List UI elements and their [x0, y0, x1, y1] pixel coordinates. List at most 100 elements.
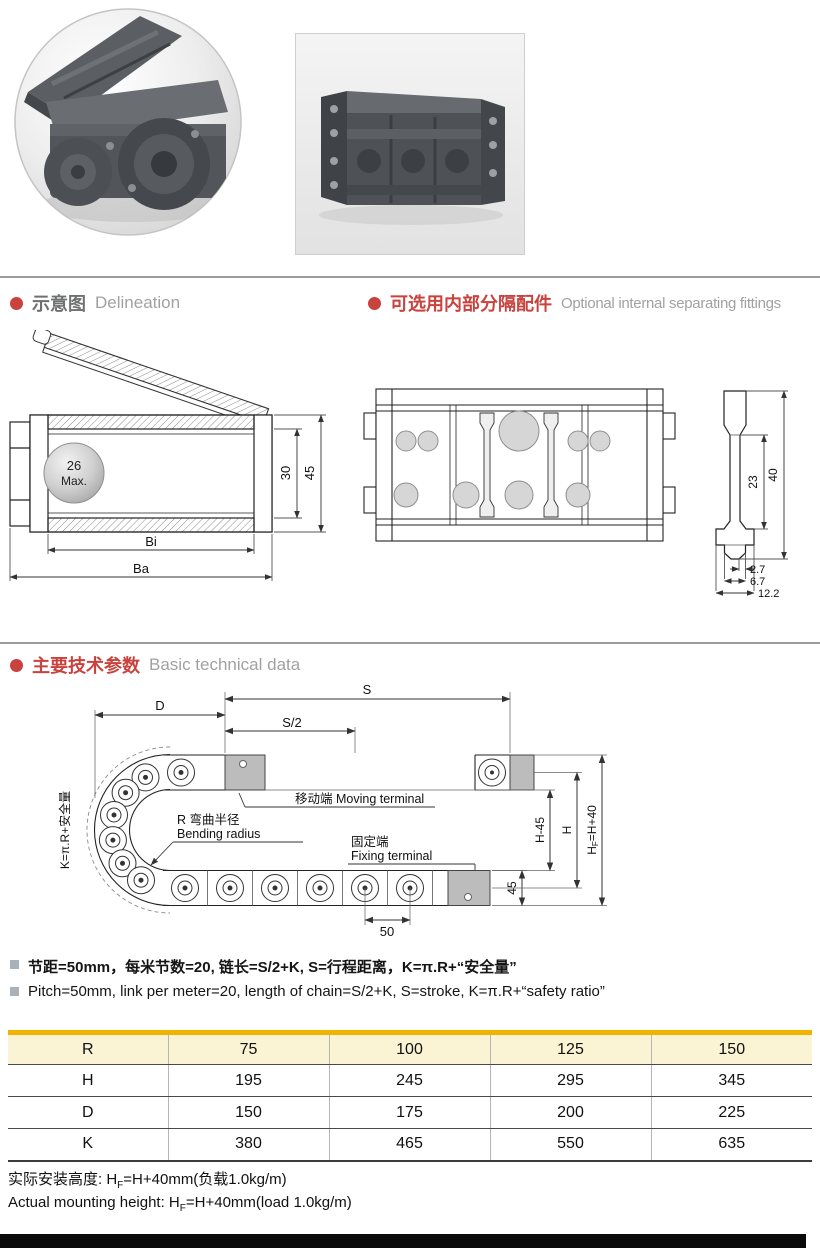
section-delineation-title-en: Delineation: [95, 293, 181, 312]
chain-body: [9, 414, 273, 533]
dim-outer-width-label: Ba: [133, 561, 150, 576]
mounting-height-note-en: Actual mounting height: HF=H+40mm(load 1…: [8, 1194, 352, 1214]
mounting-height-en-post: =H+40mm(load 1.0kg/m): [185, 1194, 352, 1211]
value-cell: 295: [489, 1064, 652, 1097]
dim-h-minus45-label: H-45: [533, 817, 547, 843]
mounting-height-zh-sub: F: [117, 1180, 124, 1191]
row-label-cell: K: [8, 1128, 169, 1161]
dim-inner-width-label: Bi: [145, 534, 157, 549]
product-detail-render: [24, 16, 228, 222]
section-technical-header: 主要技术参数 Basic technical data: [10, 652, 300, 678]
section-technical-title-zh: 主要技术参数: [32, 656, 140, 676]
mounting-height-zh-pre: 实际安装高度: H: [8, 1171, 118, 1188]
k-safety-arc: [86, 746, 171, 914]
spec-table: R 75 100 125 150 H 195 245 295 345 D 150…: [8, 1030, 812, 1162]
section-delineation-title-zh: 示意图: [32, 294, 86, 314]
dim-hf-sub: F: [591, 841, 600, 846]
fixing-terminal-label-en: Fixing terminal: [351, 849, 432, 863]
section-bullet-icon: [368, 296, 381, 310]
square-bullet-icon: [10, 960, 19, 969]
dim-mid-label: 6.7: [750, 576, 765, 588]
spec-table-row: H 195 245 295 345: [8, 1064, 812, 1097]
moving-terminal-label: 移动端 Moving terminal: [295, 792, 424, 806]
dim-s-label: S: [363, 683, 372, 697]
bend-dimension-lines: [94, 692, 607, 925]
fixing-terminal-label-zh: 固定端: [351, 834, 389, 849]
separator-bones: [479, 412, 559, 518]
moving-terminal-detached: [474, 754, 535, 791]
chain-bands: [94, 753, 448, 907]
value-cell: 380: [167, 1128, 330, 1161]
side-view-dimension-lines: [9, 414, 326, 581]
top-view-drawing: [363, 388, 676, 542]
mounting-height-en-sub: F: [179, 1203, 186, 1214]
square-bullet-icon: [10, 987, 19, 996]
bend-radius-label-zh: R 弯曲半径: [177, 812, 240, 827]
section-fittings-title-en: Optional internal separating fittings: [561, 294, 781, 312]
dim-base-label: 12.2: [758, 588, 779, 598]
section-technical-title-en: Basic technical data: [149, 655, 301, 674]
section-fittings-title-zh: 可选用内部分隔配件: [390, 294, 552, 314]
spec-table-header-cell: 100: [328, 1032, 491, 1065]
mounting-height-en-pre: Actual mounting height: H: [8, 1194, 180, 1211]
side-view-drawing: 26 Max. 30 45 Bi Ba: [9, 330, 326, 581]
spec-table-header-cell: 75: [167, 1032, 330, 1065]
open-lid: [32, 330, 270, 429]
value-cell: 200: [489, 1096, 652, 1129]
page-bottom-bar: [0, 1234, 806, 1248]
moving-terminal-block: [224, 754, 266, 791]
spec-table-header-cell: R: [8, 1032, 169, 1065]
row-label-cell: D: [8, 1096, 169, 1129]
value-cell: 175: [328, 1096, 491, 1129]
divider-middle: [0, 642, 820, 644]
ball-26-max: 26 Max.: [43, 442, 105, 504]
ball-26-label: 26: [67, 458, 81, 473]
product-photo-detail: [14, 8, 242, 236]
mounting-height-note-zh: 实际安装高度: HF=H+40mm(负载1.0kg/m): [8, 1168, 287, 1191]
value-cell: 245: [328, 1064, 491, 1097]
section-delineation-header: 示意图 Delineation: [10, 290, 180, 316]
dim-50-label: 50: [380, 924, 394, 939]
pitch-note-en-text: Pitch=50mm, link per meter=20, length of…: [28, 983, 605, 1000]
product-assembly-render: [319, 91, 505, 225]
spec-table-header-row: R 75 100 125 150: [8, 1032, 812, 1065]
ball-max-label: Max.: [61, 474, 87, 488]
roller-holes: [393, 410, 611, 510]
dim-h-label: H: [560, 826, 574, 835]
dim-hf-label: HF=H+40: [585, 805, 600, 855]
value-cell: 225: [650, 1096, 812, 1129]
row-label-cell: H: [8, 1064, 169, 1097]
dim-outer-height-label: 45: [302, 466, 317, 480]
k-formula-label: K=π.R+安全量: [57, 791, 72, 869]
dim-hf-post: =H+40: [585, 805, 599, 841]
value-cell: 345: [650, 1064, 812, 1097]
pitch-note-en: Pitch=50mm, link per meter=20, length of…: [10, 983, 605, 1000]
value-cell: 465: [328, 1128, 491, 1161]
leader-lines: [150, 792, 476, 870]
dim-small-label: 2.7: [750, 564, 765, 576]
section-bullet-icon: [10, 658, 23, 672]
dim-overall-label: 40: [766, 468, 780, 482]
pitch-note-zh-text: 节距=50mm，每米节数=20, 链长=S/2+K, S=行程距离，K=π.R+…: [28, 959, 517, 976]
moving-terminal-hole: [239, 760, 247, 768]
divider-top: [0, 276, 820, 278]
dim-45-label: 45: [505, 881, 519, 895]
value-cell: 195: [167, 1064, 330, 1097]
value-cell: 150: [167, 1096, 330, 1129]
separator-outline: [715, 390, 755, 560]
fixing-terminal-hole: [464, 893, 472, 901]
value-cell: 635: [650, 1128, 812, 1161]
mounting-height-zh-post: =H+40mm(负载1.0kg/m): [123, 1171, 287, 1188]
dim-s-half-label: S/2: [282, 715, 302, 730]
bend-diagram: K=π.R+安全量: [57, 683, 607, 939]
separator-profile-drawing: 40 23 2.7 6.7 12.2: [715, 390, 788, 598]
pitch-note-zh: 节距=50mm，每米节数=20, 链长=S/2+K, S=行程距离，K=π.R+…: [10, 956, 517, 977]
section-fittings-header: 可选用内部分隔配件 Optional internal separating f…: [368, 290, 781, 316]
spec-table-row: D 150 175 200 225: [8, 1096, 812, 1129]
value-cell: 550: [489, 1128, 652, 1161]
dim-hf-pre: H: [585, 846, 599, 855]
dim-neck-label: 23: [746, 475, 760, 489]
bend-radius-label-en: Bending radius: [177, 827, 260, 841]
spec-table-row: K 380 465 550 635: [8, 1128, 812, 1161]
